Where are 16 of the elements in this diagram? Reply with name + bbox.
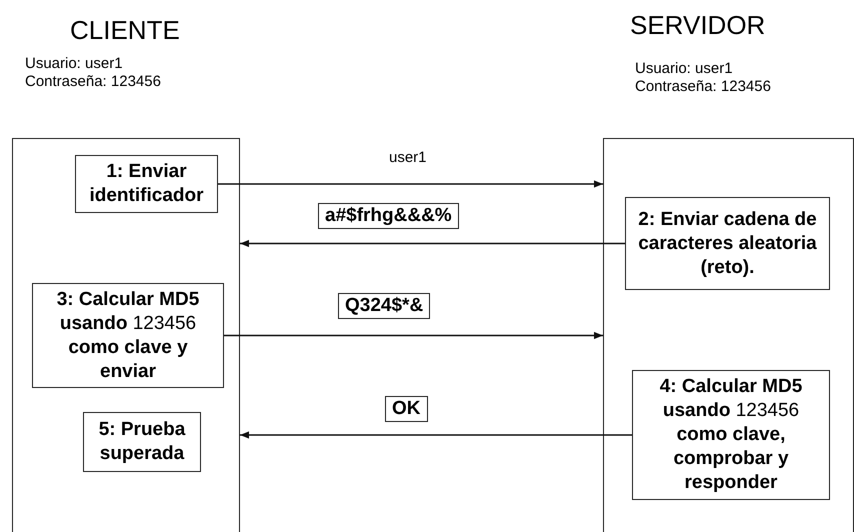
edge-label: a#$frhg&&&%: [318, 203, 459, 229]
step-box: 3: Calcular MD5 usando 123456 como clave y enviar: [32, 283, 224, 388]
lane-heading: SERVIDOR: [630, 10, 766, 41]
arrow: [240, 240, 625, 248]
credentials-text: Usuario: user1 Contraseña: 123456: [635, 60, 772, 96]
step-box: 5: Prueba superada: [83, 412, 201, 472]
step-box: 1: Enviar identificador: [75, 155, 218, 213]
arrow: [218, 180, 603, 188]
edge-label: Q324$*&: [338, 293, 430, 319]
lane-heading: CLIENTE: [70, 15, 180, 46]
arrow: [224, 332, 603, 340]
step-box: 4: Calcular MD5 usando 123456 como clave, comprobar y responder: [632, 370, 830, 500]
step-box: 2: Enviar cadena de caracteres aleatoria (reto).: [625, 197, 830, 290]
arrow: [240, 431, 632, 439]
credentials-text: Usuario: user1 Contraseña: 123456: [25, 55, 162, 91]
edge-label: OK: [385, 396, 428, 422]
